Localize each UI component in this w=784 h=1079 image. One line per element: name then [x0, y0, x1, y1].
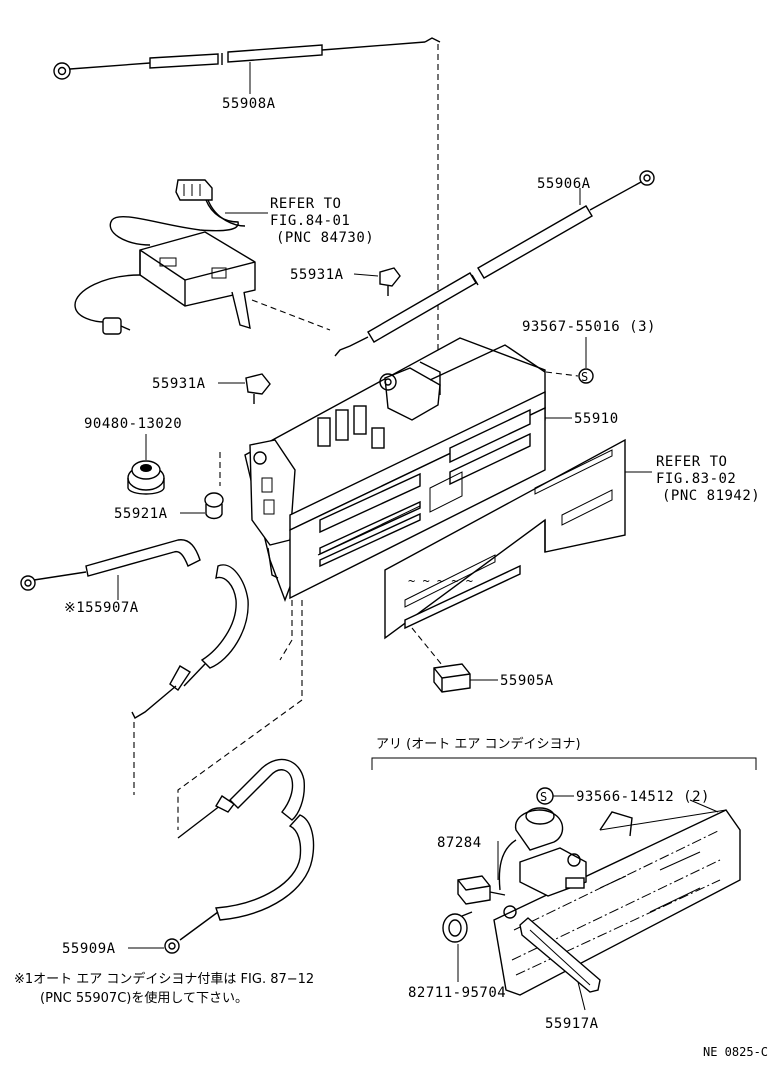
label-55917A: 55917A: [545, 1016, 599, 1032]
knob-55905A: [433, 663, 471, 693]
svg-text:~ ~ ~ ~ ~: ~ ~ ~ ~ ~: [408, 574, 473, 588]
note-line2: (PNC 55907C)を使用して下さい。: [40, 990, 248, 1006]
cable-155907A: [20, 539, 249, 719]
clip-82711: [442, 911, 473, 943]
guide-line-harness: [251, 299, 331, 331]
label-55906A: 55906A: [537, 176, 591, 192]
refer-upper-line3: (PNC 84730): [276, 230, 374, 246]
refer-upper-line1: REFER TO: [270, 196, 341, 212]
clip-55931A-top: [379, 267, 401, 296]
note-line1: ※1オート エア コンデイシヨナ付車は FIG. 87−12: [14, 971, 314, 987]
label-55909A: 55909A: [62, 941, 116, 957]
cable-55906A: [334, 170, 655, 357]
leader-55917A: [577, 981, 586, 1011]
label-93566: 93566-14512 (2): [576, 789, 710, 805]
label-55921A: 55921A: [114, 506, 168, 522]
label-93567: 93567-55016 (3): [522, 319, 656, 335]
cable-55908A: [53, 37, 441, 80]
label-55910: 55910: [574, 411, 619, 427]
guide-line-lower-1: [279, 600, 293, 661]
label-55905A: 55905A: [500, 673, 554, 689]
label-55908A: 55908A: [222, 96, 276, 112]
s-mark-upper: S: [581, 370, 588, 384]
cable-55909A: [164, 758, 315, 954]
wire-harness: [74, 179, 256, 335]
s-mark-lower: S: [540, 790, 547, 804]
refer-right-line2: FIG.83-02: [656, 471, 736, 487]
label-82711: 82711-95704: [408, 985, 506, 1001]
label-55931A-top: 55931A: [290, 267, 344, 283]
clip-55931A-mid: [245, 373, 271, 404]
auto-ac-unit: [457, 807, 741, 996]
guide-line-55905A: [411, 627, 443, 666]
refer-right-line1: REFER TO: [656, 454, 727, 470]
control-panel: ~ ~ ~ ~ ~: [384, 438, 626, 640]
auto-ac-heading: アリ (オート エア コンデイシヨナ): [376, 736, 581, 752]
knob-90480: [127, 460, 165, 495]
refer-right-line3: (PNC 81942): [662, 488, 760, 504]
guide-line-lower-2: [177, 600, 303, 830]
control-assembly-55910: [244, 337, 546, 602]
label-90480: 90480-13020: [84, 416, 182, 432]
label-155907A: ※155907A: [64, 600, 139, 616]
refer-upper-line2: FIG.84-01: [270, 213, 350, 229]
label-55931A-mid: 55931A: [152, 376, 206, 392]
clip-55921A: [204, 492, 224, 520]
leader-55931A-top: [353, 273, 379, 277]
s-mark-icon: [578, 368, 594, 384]
auto-ac-bracket: [371, 757, 757, 770]
figure-code: NE 0825-C: [703, 1045, 768, 1059]
guide-line-screw: [545, 371, 579, 377]
label-87284: 87284: [437, 835, 482, 851]
